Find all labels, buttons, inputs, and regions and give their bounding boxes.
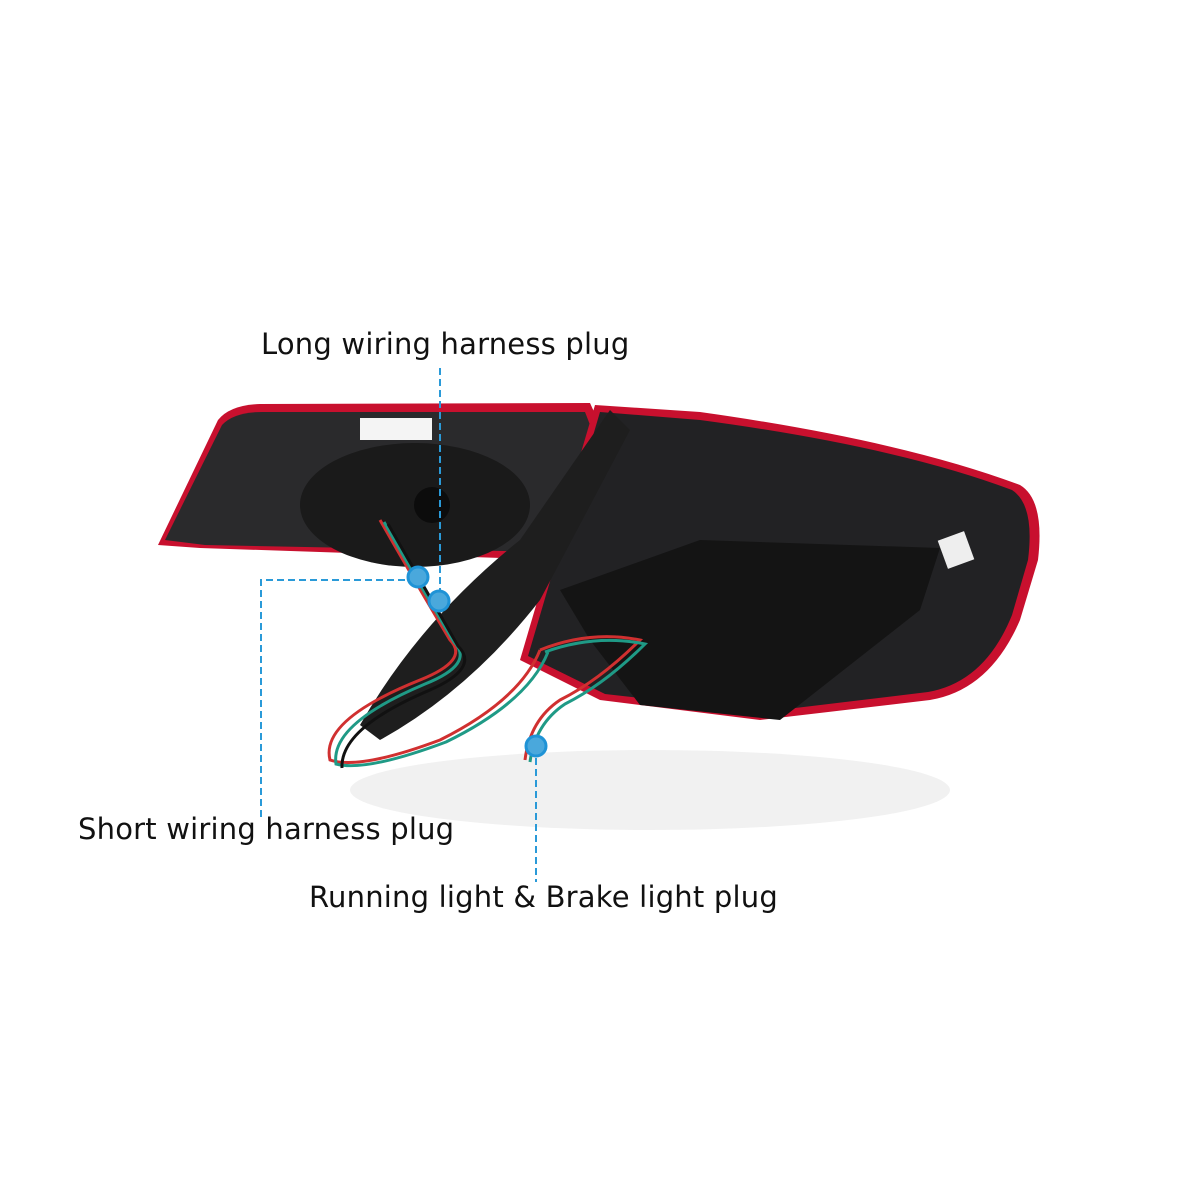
callout-line-short: [260, 579, 405, 820]
connector-marker-dot: [406, 565, 430, 589]
callout-long-wiring-harness-plug: Long wiring harness plug: [261, 327, 630, 361]
reflection: [350, 750, 950, 830]
outer-tail-light: [520, 405, 1040, 720]
connector-marker-dot: [427, 589, 451, 613]
callout-short-wiring-harness-plug: Short wiring harness plug: [78, 812, 455, 846]
inner-tail-light: [158, 403, 600, 567]
connector-marker-dot: [524, 734, 548, 758]
mounting-bracket: [360, 410, 630, 740]
callout-running-brake-light-plug: Running light & Brake light plug: [309, 880, 778, 914]
